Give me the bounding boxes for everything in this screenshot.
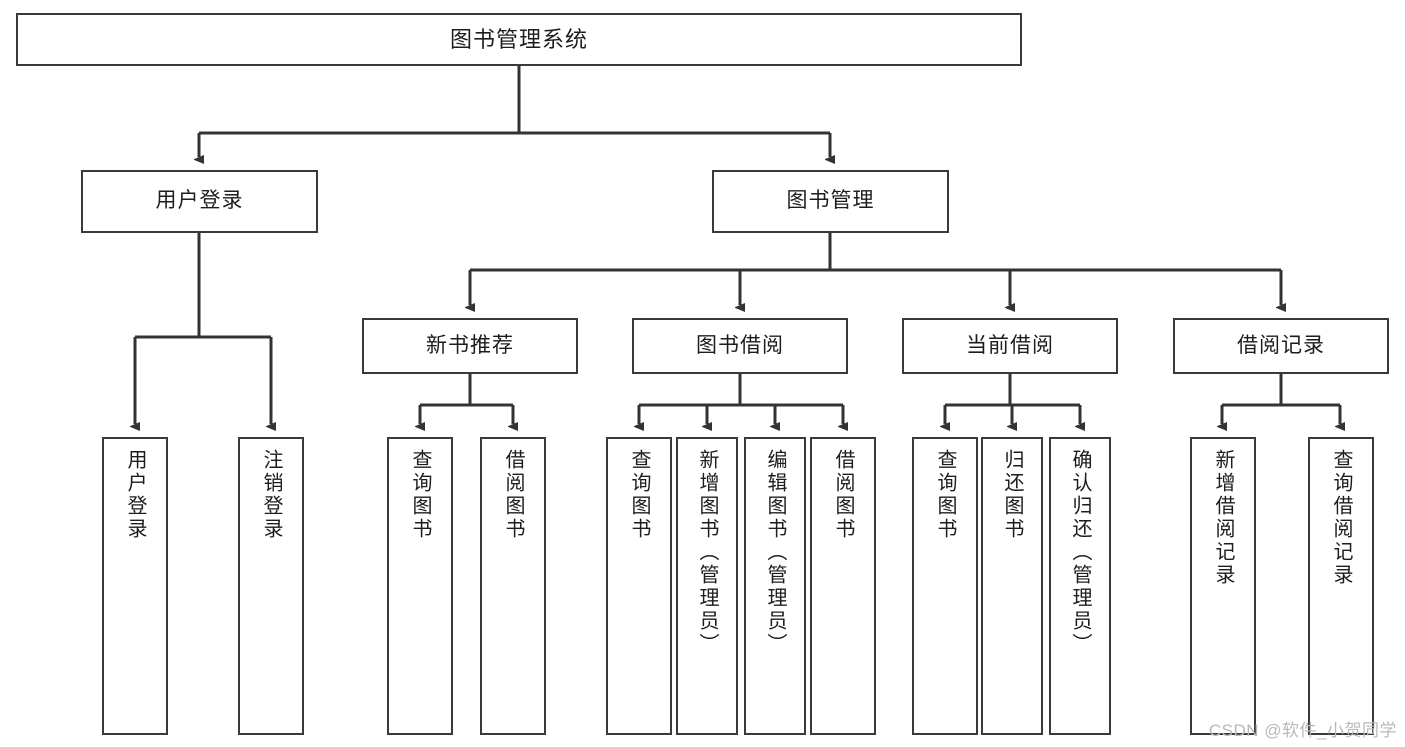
node-current-borrow[interactable]: 当前借阅 [902, 318, 1118, 374]
node-root[interactable]: 图书管理系统 [16, 13, 1022, 66]
leaf-query-book-2-label: 查询图书 [628, 449, 650, 541]
leaf-query-book-1-label: 查询图书 [409, 449, 431, 541]
node-borrow-record[interactable]: 借阅记录 [1173, 318, 1389, 374]
leaf-confirm-return-label: 确认归还（管理员） [1069, 449, 1091, 656]
node-user-login[interactable]: 用户登录 [81, 170, 318, 233]
leaf-query-record-label: 查询借阅记录 [1330, 449, 1352, 587]
leaf-logout[interactable]: 注销登录 [238, 437, 304, 735]
leaf-query-book-3-label: 查询图书 [934, 449, 956, 541]
leaf-add-book[interactable]: 新增图书（管理员） [676, 437, 738, 735]
leaf-query-book-2[interactable]: 查询图书 [606, 437, 672, 735]
node-book-manage-label: 图书管理 [786, 189, 875, 213]
leaf-return-book[interactable]: 归还图书 [981, 437, 1043, 735]
node-new-book-recommend-label: 新书推荐 [426, 333, 514, 357]
leaf-add-book-label: 新增图书（管理员） [696, 449, 718, 656]
node-book-borrow-label: 图书借阅 [696, 333, 784, 357]
leaf-query-record[interactable]: 查询借阅记录 [1308, 437, 1374, 735]
leaf-user-login-label: 用户登录 [124, 449, 146, 541]
node-book-borrow[interactable]: 图书借阅 [632, 318, 848, 374]
node-current-borrow-label: 当前借阅 [966, 333, 1054, 357]
leaf-confirm-return[interactable]: 确认归还（管理员） [1049, 437, 1111, 735]
watermark: CSDN @软件_小贺同学 [1208, 721, 1397, 740]
leaf-edit-book[interactable]: 编辑图书（管理员） [744, 437, 806, 735]
node-borrow-record-label: 借阅记录 [1237, 333, 1325, 357]
leaf-logout-label: 注销登录 [260, 449, 282, 541]
leaf-add-record-label: 新增借阅记录 [1212, 449, 1234, 587]
leaf-return-book-label: 归还图书 [1001, 449, 1023, 541]
node-user-login-label: 用户登录 [155, 189, 244, 213]
leaf-add-record[interactable]: 新增借阅记录 [1190, 437, 1256, 735]
node-root-label: 图书管理系统 [449, 26, 588, 52]
leaf-borrow-book-2-label: 借阅图书 [832, 449, 854, 541]
leaf-borrow-book-2[interactable]: 借阅图书 [810, 437, 876, 735]
leaf-user-login[interactable]: 用户登录 [102, 437, 168, 735]
leaf-query-book-3[interactable]: 查询图书 [912, 437, 978, 735]
leaf-borrow-book-1[interactable]: 借阅图书 [480, 437, 546, 735]
leaf-query-book-1[interactable]: 查询图书 [387, 437, 453, 735]
node-new-book-recommend[interactable]: 新书推荐 [362, 318, 578, 374]
leaf-borrow-book-1-label: 借阅图书 [502, 449, 524, 541]
node-book-manage[interactable]: 图书管理 [712, 170, 949, 233]
leaf-edit-book-label: 编辑图书（管理员） [764, 449, 786, 656]
